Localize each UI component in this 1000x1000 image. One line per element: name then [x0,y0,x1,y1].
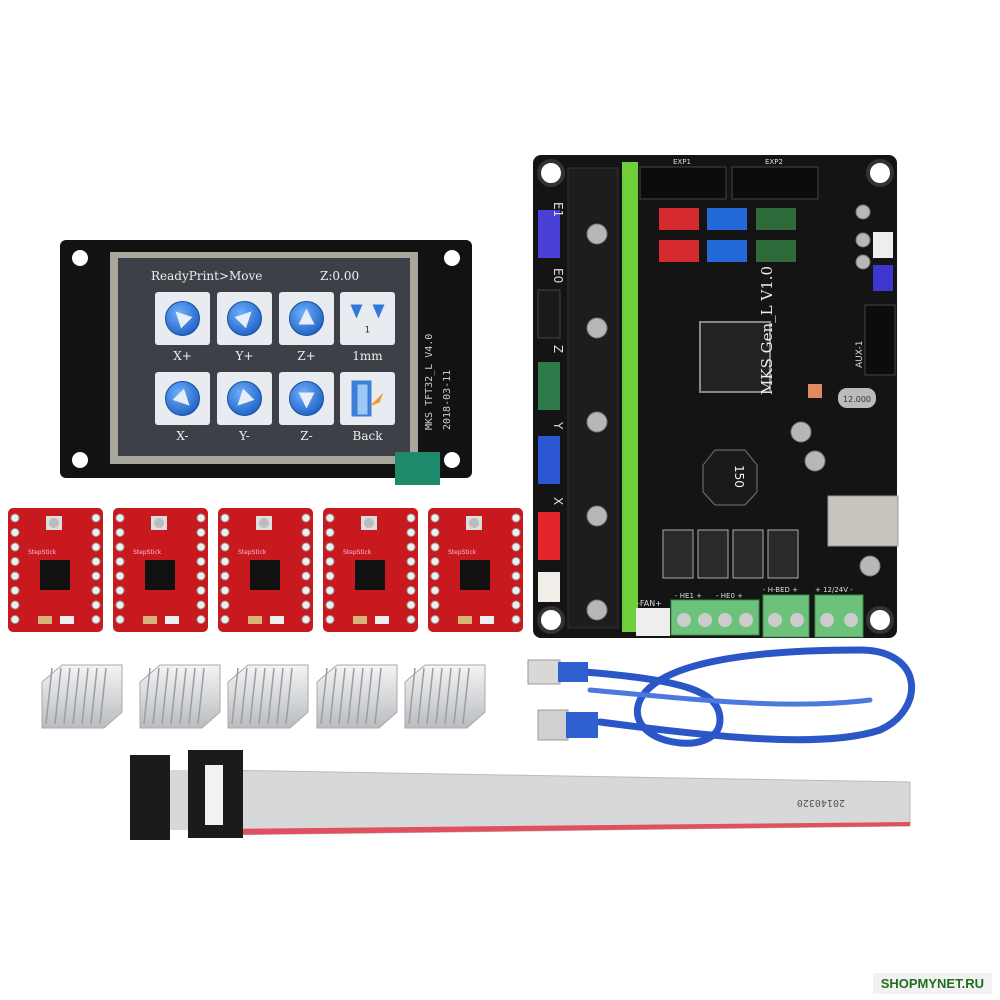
driver-chip [145,560,175,590]
driver-label: StepStick [133,549,162,556]
screen-button-z-minusplus[interactable] [279,292,334,345]
protective-film-tab [395,452,440,485]
driver-label: StepStick [28,549,57,556]
idc-connector [130,755,170,840]
step-value: 1 [365,326,371,336]
heatsink [41,664,123,729]
screen-button-x-minusplus[interactable] [155,292,210,345]
ribbon-print: 20140320 [797,797,845,808]
aux-label: AUX-1 [855,341,865,368]
axis-label: Y [551,421,565,430]
terminal-label: + 12/24V - [815,586,853,594]
stepper-driver-board: StepStick [8,508,103,632]
motor-connector-e0 [537,289,561,339]
usb-b-plug [537,709,569,741]
heatsink [227,664,309,729]
arrow-down-left-icon [227,381,262,416]
inductor-label: 150 [732,465,746,488]
axis-label: X [551,497,565,505]
screen-button-x-minus[interactable] [155,372,210,425]
driver-label: StepStick [238,549,267,556]
stepper-driver-board: StepStick [428,508,523,632]
screen-button-y-minusplus[interactable] [217,292,272,345]
usb-a-plug [527,659,561,685]
screen-button-z-minus[interactable] [279,372,334,425]
driver-chip [40,560,70,590]
mount-hole [72,250,88,266]
exp1-header [639,166,727,200]
motor-connector-z [538,362,560,410]
mcu-chip [699,321,771,393]
board-name: MKS Gen_L V1.0 [758,266,776,395]
connector-white [538,572,560,602]
display-model-label: MKS TFT32_L V4.0 [424,334,435,430]
screen-button-1mm[interactable]: 1 [340,292,395,345]
screen-button-label: 1mm [352,349,383,363]
driver-label: StepStick [343,549,372,556]
axis-label: E0 [551,268,565,283]
exp2-label: EXP2 [765,158,783,166]
heatsink [139,664,221,729]
mount-hole [444,250,460,266]
usb-cable [527,646,915,747]
reset-button[interactable] [808,384,822,398]
motor-connector-x [538,512,560,560]
arrow-down-icon [289,381,324,416]
driver-chip [250,560,280,590]
screen-button-label: Y- [238,429,250,443]
terminal-label: - HE1 + [675,592,702,600]
watermark: SHOPMYNET.RU [872,973,992,994]
screen-button-label: Z- [300,429,312,443]
usb-b-port [827,495,899,547]
screen-button-label: X- [176,429,188,443]
mount-hole [444,452,460,468]
arrow-up-right-icon [227,301,262,336]
pin-header-strip [622,162,638,632]
axis-label: Z [551,345,565,353]
step-size-icon: 1 [350,304,385,336]
stepper-driver-board: StepStick [113,508,208,632]
motor-connector-y [538,436,560,484]
ribbon-cable: 20140320 [130,750,911,840]
driver-chip [355,560,385,590]
terminal-label: - H-BED + [763,586,798,594]
arrow-up-left-icon [165,301,200,336]
screen-button-label: Y+ [235,349,254,363]
arrow-up-icon [289,301,324,336]
screen-z-position: Z:0.00 [320,269,359,283]
heatsink [316,664,398,729]
exp2-header [731,166,819,200]
mks-gen-l-board: E1 E0 Z Y X EXP1 EXP2 MKS Gen_L V1.0 12.… [533,155,899,638]
exp1-label: EXP1 [673,158,691,166]
arrow-down-right-icon [165,381,200,416]
driver-chip [460,560,490,590]
stepper-driver-board: StepStick [323,508,418,632]
fan-label: -FAN+ [637,599,662,608]
screen-button-label: Back [353,429,384,443]
screen-breadcrumb: ReadyPrint>Move [151,269,262,283]
screen-button-back[interactable] [340,372,395,425]
terminal-label: - HE0 + [716,592,743,600]
screen-button-label: X+ [173,349,192,363]
driver-label: StepStick [448,549,477,556]
motor-connector-e1 [538,210,560,258]
heatsink [404,664,486,729]
crystal-label: 12.000 [843,395,871,404]
screen-button-y-minus[interactable] [217,372,272,425]
fan-connector [636,608,670,636]
display-date-label: 2018-03-11 [442,370,453,430]
exit-door-icon [351,380,384,417]
axis-label: E1 [551,202,565,217]
stepper-driver-board: StepStick [218,508,313,632]
mount-hole [72,452,88,468]
screen-button-label: Z+ [297,349,315,363]
